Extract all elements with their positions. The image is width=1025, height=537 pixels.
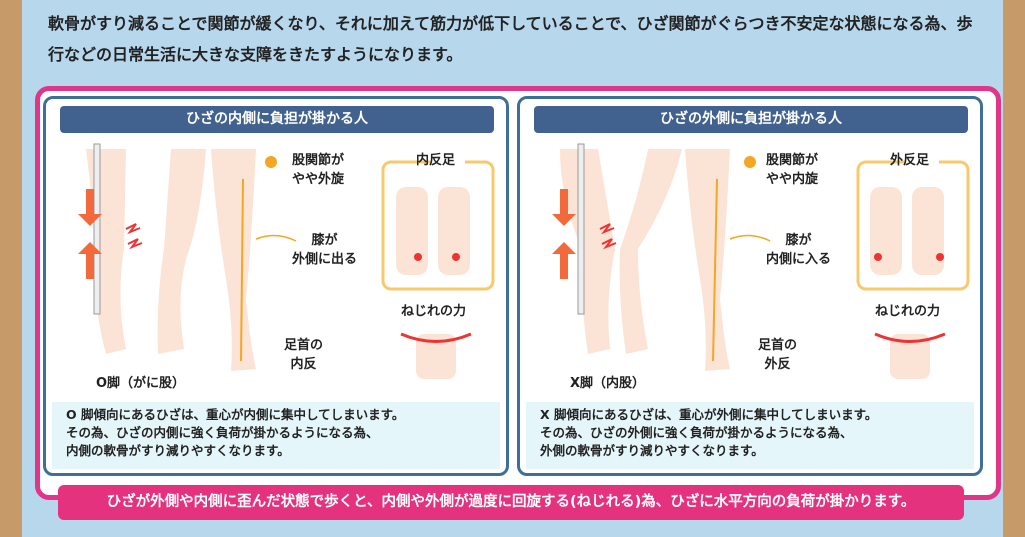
- twist-arrow-icon: [400, 332, 472, 343]
- foot-type-label: 外反足: [890, 153, 930, 168]
- down-arrow-icon: [552, 189, 576, 226]
- twist-arrow-icon: [874, 332, 946, 343]
- front-legs: [78, 143, 206, 354]
- foot-type-label: 内反足: [416, 153, 456, 168]
- ankle-label: 足首の 内反: [284, 338, 324, 372]
- leg-type-label: X脚（内股）: [570, 376, 646, 391]
- panel-title: ひざの外側に負担が掛かる人: [534, 106, 968, 133]
- front-legs: [552, 143, 682, 354]
- hip-label: 股関節が やや内旋: [766, 153, 819, 187]
- up-arrow-icon: [78, 242, 102, 279]
- twist-illustration: [874, 332, 946, 379]
- panel-title: ひざの内側に負担が掛かる人: [60, 106, 494, 133]
- knee-label: 膝が 内側に入る: [766, 233, 832, 267]
- info-box: X 脚傾向にあるひざは、重心が外側に集中してしまいます。 その為、ひざの外側に強…: [526, 402, 974, 469]
- pain-icon: [125, 223, 143, 250]
- panel-inner-load: ひざの内側に負担が掛かる人 O脚（がに股） 股関節が やや外旋 膝が 外側に出る…: [43, 96, 509, 476]
- knee-label: 膝が 外側に出る: [292, 233, 358, 267]
- rotation-arrow-icon: [729, 234, 771, 242]
- foot-type-box: [856, 154, 970, 291]
- info-line: その為、ひざの内側に強く負荷が掛かるようになる為、: [66, 425, 379, 440]
- twist-label: ねじれの力: [875, 304, 941, 319]
- bone: [577, 143, 585, 315]
- info-line: X 脚傾向にあるひざは、重心が外側に集中してしまいます。: [540, 407, 878, 422]
- info-line: 内側の軟骨がすり減りやすくなります。: [66, 443, 290, 458]
- hip-joint-icon: [265, 156, 277, 168]
- leg-type-label: O脚（がに股）: [96, 376, 186, 391]
- down-arrow-icon: [78, 189, 102, 226]
- info-line: その為、ひざの外側に強く負荷が掛かるようになる為、: [540, 425, 853, 440]
- up-arrow-icon: [552, 242, 576, 279]
- side-leg: [685, 149, 771, 371]
- bone: [93, 143, 101, 315]
- pain-icon: [599, 223, 617, 250]
- info-box: O 脚傾向にあるひざは、重心が内側に集中してしまいます。 その為、ひざの内側に強…: [52, 402, 500, 469]
- twist-label: ねじれの力: [401, 304, 467, 319]
- twist-illustration: [400, 332, 472, 379]
- leg-illustration: [78, 143, 495, 379]
- hip-label: 股関節が やや外旋: [292, 153, 345, 187]
- rotation-arrow-icon: [255, 234, 297, 242]
- hip-joint-icon: [744, 156, 756, 168]
- info-line: 外側の軟骨がすり減りやすくなります。: [540, 443, 764, 458]
- intro-text: 軟骨がすり減ることで関節が緩くなり、それに加えて筋力が低下していることで、ひざ関…: [48, 14, 973, 64]
- footer-banner: ひざが外側や内側に歪んだ状態で歩くと、内側や外側が過度に回旋する(ねじれる)為、…: [58, 485, 964, 520]
- side-leg: [211, 149, 297, 371]
- foot-type-box: [381, 154, 495, 291]
- panel-outer-load: ひざの外側に負担が掛かる人 X脚（内股） 股関節が やや内旋 膝が 内側に入る …: [517, 96, 983, 476]
- leg-illustration: [552, 143, 970, 379]
- ankle-label: 足首の 外反: [758, 338, 798, 372]
- info-line: O 脚傾向にあるひざは、重心が内側に集中してしまいます。: [66, 407, 405, 422]
